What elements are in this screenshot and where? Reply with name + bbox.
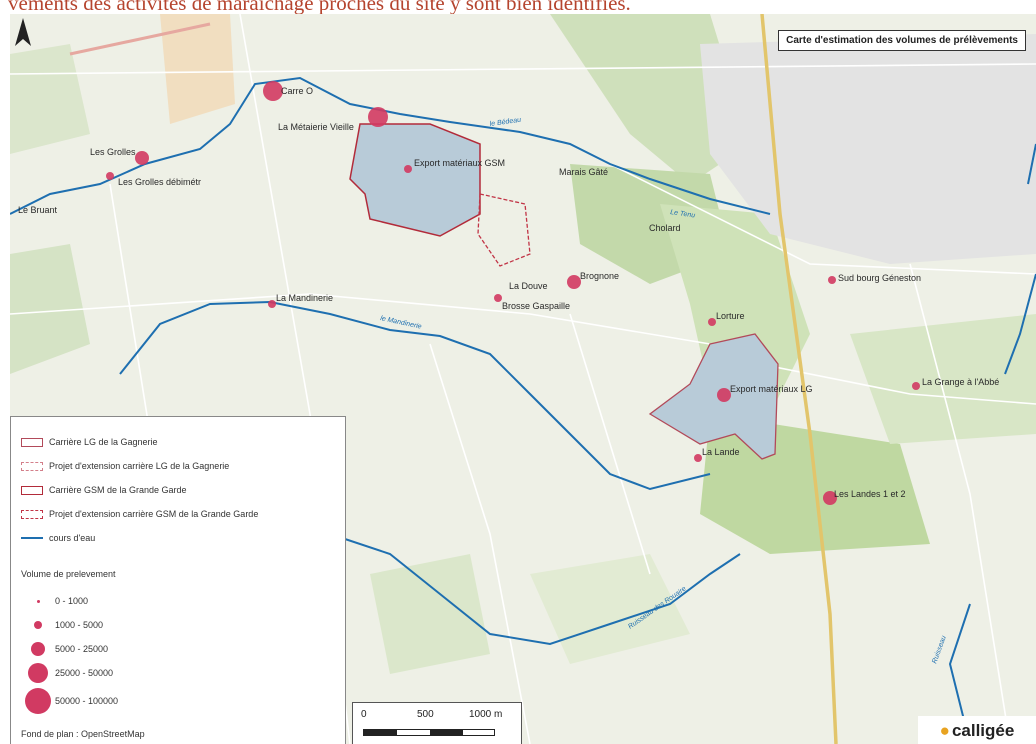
sample-point-metaierie[interactable] [368,107,388,127]
river-line-icon [21,537,43,539]
legend-item-label: cours d'eau [49,533,96,543]
river-label-river-3: Le Tenu [670,209,696,219]
north-arrow-icon [15,18,31,46]
sample-point-brognone[interactable] [567,275,581,289]
legend-volume-class: 50000 - 100000 [21,687,118,715]
legend-volume-label: 5000 - 25000 [55,644,109,654]
legend-item: Projet d'extension carrière LG de la Gag… [21,459,229,473]
legend-volume-label: 1000 - 5000 [55,620,104,630]
volume-circle-icon [31,642,45,656]
banner-text: vements des activités de maraîchage proc… [8,0,631,15]
volume-circle-icon [28,663,48,683]
legend-item: Carrière LG de la Gagnerie [21,435,158,449]
urban-area [700,34,1036,264]
field-area [10,44,90,154]
sample-point-sud-bourg[interactable] [828,276,836,284]
forest-area [850,314,1036,444]
sample-point-export-gsm[interactable] [404,165,412,173]
polygon-swatch-icon [21,437,43,447]
scale-label-0: 0 [361,709,367,720]
river-label-river-1: le Bédeau [489,117,521,128]
sample-point-carre-o[interactable] [263,81,283,101]
legend-volume-class: 25000 - 50000 [21,659,113,687]
place-label-la-mandinerie: La Mandinerie [276,293,333,303]
sample-point-la-grange[interactable] [912,382,920,390]
legend-volume-label: 0 - 1000 [55,596,89,606]
place-label-la-douve: La Douve [509,281,548,291]
place-label-carre-o: Carre O [281,86,313,96]
quarry-gsm-extension [477,193,531,267]
place-label-marais-gate: Marais Gâté [559,167,608,177]
scale-bar-graphic [363,729,495,736]
scale-label-1000: 1000 m [469,709,503,720]
place-label-export-lg: Export matériaux LG [730,384,813,394]
sample-point-grolles-debimetre[interactable] [106,172,114,180]
place-label-brognone: Brognone [580,271,619,281]
sample-point-les-grolles[interactable] [135,151,149,165]
legend-item-label: Carrière LG de la Gagnerie [49,437,158,447]
sample-point-la-mandinerie[interactable] [268,300,276,308]
header-banner: vements des activités de maraîchage proc… [0,0,1036,16]
place-label-le-bruant: Le Bruant [18,205,58,215]
volume-circle-icon [34,621,42,629]
volume-circle-icon [36,599,40,603]
farmland-area [160,14,235,124]
volume-circle-icon [25,688,51,714]
rivers [10,76,1036,744]
sample-point-la-lande[interactable] [694,454,702,462]
scale-bar: 0 500 1000 m [352,702,522,744]
legend-item-label: Projet d'extension carrière GSM de la Gr… [49,509,259,519]
place-label-la-grange: La Grange à l'Abbé [922,377,999,387]
legend-volume-class: 0 - 1000 [21,587,88,615]
road [69,22,211,56]
legend-volume-title: Volume de prelevement [21,569,116,579]
quarry-lg [648,333,779,460]
scale-label-500: 500 [417,709,434,720]
legend-item: Projet d'extension carrière GSM de la Gr… [21,507,258,521]
legend-volume-label: 25000 - 50000 [55,668,114,678]
sample-point-lorture[interactable] [708,318,716,326]
place-label-brosse: Brosse Gaspaille [502,301,570,311]
place-label-metaierie: La Métaierie Vieille [278,122,354,132]
logo-mark-icon: ● [939,721,950,740]
legend-item-label: Carrière GSM de la Grande Garde [49,485,187,495]
legend-item-label: Projet d'extension carrière LG de la Gag… [49,461,230,471]
legend-basemap: Fond de plan : OpenStreetMap [21,729,145,739]
legend-volume-class: 5000 - 25000 [21,635,108,663]
legend-volume-label: 50000 - 100000 [55,696,119,706]
sample-point-les-landes[interactable] [823,491,837,505]
field-area [370,554,490,674]
place-label-sud-bourg: Sud bourg Géneston [838,273,921,283]
main-road [760,14,838,744]
legend-item: Carrière GSM de la Grande Garde [21,483,187,497]
legend-item: cours d'eau [21,531,95,545]
place-label-les-landes: Les Landes 1 et 2 [834,489,906,499]
map-title: Carte d'estimation des volumes de prélèv… [778,30,1026,51]
place-label-la-lande: La Lande [702,447,740,457]
forest-area [10,244,90,374]
place-label-cholard: Cholard [649,223,681,233]
place-label-les-grolles: Les Grolles [90,147,136,157]
place-label-lorture: Lorture [716,311,745,321]
place-label-export-gsm: Export matériaux GSM [414,158,505,168]
polygon-swatch-icon [21,461,43,471]
forest-area [550,14,750,184]
sample-point-export-lg[interactable] [717,388,731,402]
polygon-swatch-icon [21,509,43,519]
polygon-swatch-icon [21,485,43,495]
quarry-gsm [349,123,481,237]
place-label-grolles-debimetre: Les Grolles débimétr [118,177,201,187]
legend-volume-class: 1000 - 5000 [21,611,103,639]
calligee-logo: ● calligée [918,716,1036,744]
sample-point-brosse[interactable] [494,294,502,302]
